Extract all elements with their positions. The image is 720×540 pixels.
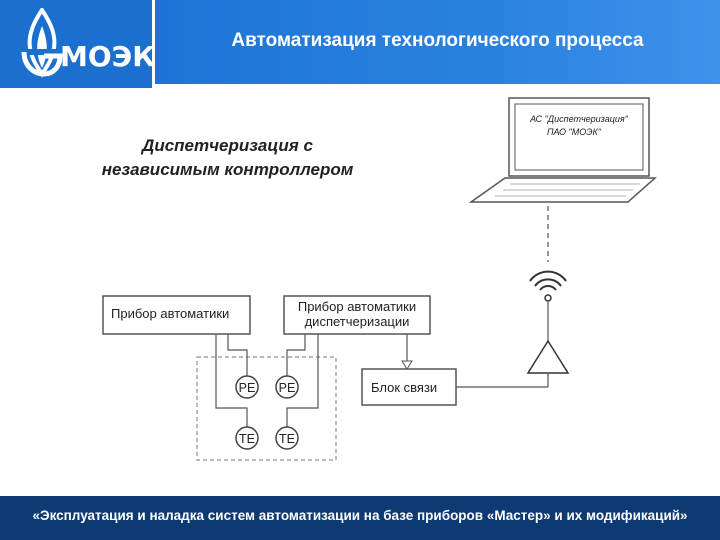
- process-diagram: АС "Диспетчеризация" ПАО "МОЭК" Прибор а…: [102, 97, 657, 461]
- sensor-te-2: [275, 426, 299, 450]
- antenna-tip: [544, 294, 552, 302]
- footer: «Эксплуатация и наладка систем автоматиз…: [0, 496, 720, 540]
- antenna-icon: [526, 339, 570, 374]
- laptop-label-1: АС "Диспетчеризация": [529, 114, 629, 124]
- logo-divider: [152, 0, 155, 88]
- sensor-te-2-label: TE: [279, 432, 295, 446]
- device-dispatch-box: [283, 295, 431, 335]
- device-automation-label: Прибор автоматики: [111, 306, 229, 321]
- logo-text: МОЭК: [60, 40, 156, 73]
- flame-logo-icon: [21, 8, 63, 78]
- header: МОЭК Автоматизация технологического проц…: [0, 0, 720, 88]
- comm-block-box: [361, 368, 457, 406]
- laptop-icon: АС "Диспетчеризация" ПАО "МОЭК": [468, 97, 657, 203]
- device-dispatch-label-2: диспетчеризации: [305, 314, 410, 329]
- page-title: Автоматизация технологического процесса: [231, 30, 644, 51]
- sensor-enclosure: [196, 356, 337, 461]
- logo-block: МОЭК: [0, 0, 156, 88]
- subtitle-line-2: независимым контроллером: [101, 160, 354, 179]
- comm-block-label: Блок связи: [371, 380, 437, 395]
- device-automation-box: [102, 295, 251, 335]
- laptop-label-2: ПАО "МОЭК": [547, 127, 602, 137]
- signal-icon: [529, 270, 567, 291]
- sensor-pe-1: [235, 375, 259, 399]
- title-band: [155, 0, 720, 84]
- device-dispatch-label-1: Прибор автоматики: [298, 299, 416, 314]
- sensor-wiring: [215, 334, 319, 428]
- footer-text: «Эксплуатация и наладка систем автоматиз…: [32, 508, 688, 523]
- subtitle-line-1: Диспетчеризация с: [142, 136, 313, 155]
- diagram-subtitle: Диспетчеризация с независимым контроллер…: [85, 134, 370, 182]
- sensor-pe-1-label: PE: [239, 381, 256, 395]
- sensor-pe-2: [275, 375, 299, 399]
- sensor-te-1-label: TE: [239, 432, 255, 446]
- arrow-icon: [401, 360, 413, 370]
- sensor-te-1: [235, 426, 259, 450]
- sensor-pe-2-label: PE: [279, 381, 296, 395]
